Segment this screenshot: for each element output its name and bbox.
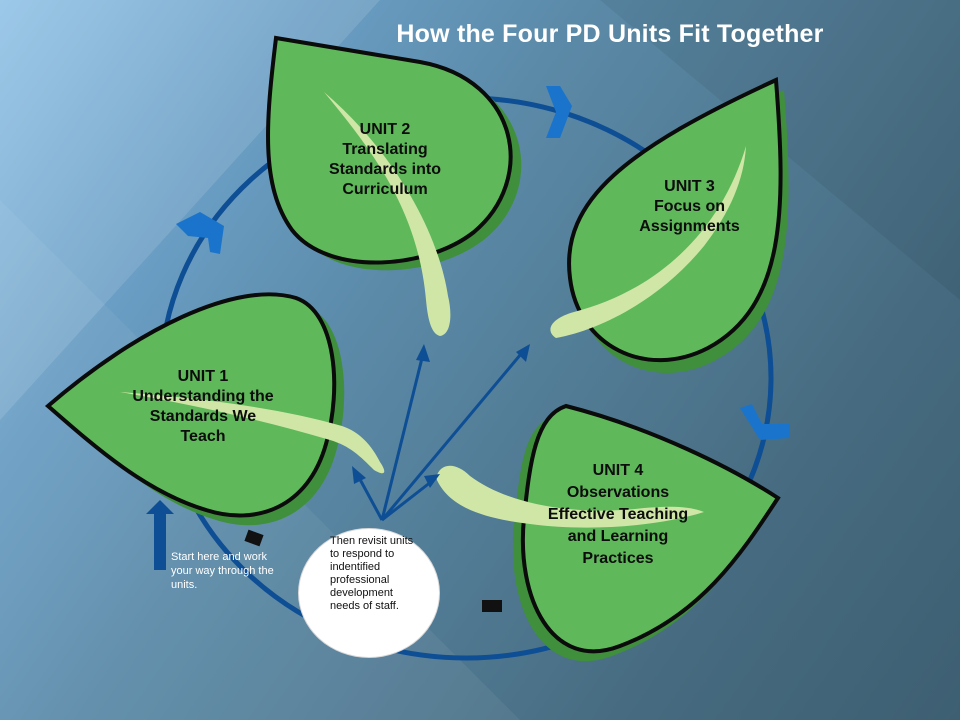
chevron-right-icon	[546, 86, 572, 138]
unit-2-line: Curriculum	[342, 181, 428, 198]
ring-marker	[244, 529, 264, 547]
unit-4-line: UNIT 4	[592, 462, 644, 479]
unit-2-line: Translating	[342, 141, 428, 158]
unit-3-line: Focus on	[653, 198, 726, 215]
unit-1-line: Teach	[180, 428, 226, 445]
revisit-note: Then revisit units to respond to indenti…	[330, 535, 414, 612]
chevron-down-icon	[740, 404, 790, 440]
revisit-bubble	[298, 528, 440, 658]
leaf-icon	[266, 35, 522, 336]
unit-4-line: Effective Teaching	[547, 506, 689, 523]
unit-2-line: Standards into	[328, 161, 441, 178]
unit-3-line: UNIT 3	[664, 178, 715, 195]
ring-marker	[482, 600, 502, 612]
leaf-icon	[550, 76, 789, 373]
unit-4-label: UNIT 4 Observations Effective Teaching a…	[518, 460, 718, 570]
chevron-right-icon	[176, 212, 224, 254]
diagram-title: How the Four PD Units Fit Together	[396, 20, 824, 48]
up-arrow-icon	[146, 500, 174, 570]
unit-4-line: Observations	[566, 484, 670, 501]
start-here-note: Start here and work your way through the…	[171, 551, 274, 591]
leaf-icon	[44, 292, 385, 526]
revisit-arrows	[354, 347, 528, 522]
unit-1-label: UNIT 1 Understanding the Standards We Te…	[108, 367, 298, 447]
unit-1-line: Standards We	[149, 408, 257, 425]
unit-2-label: UNIT 2 Translating Standards into Curric…	[300, 120, 470, 200]
unit-1-line: Understanding the	[132, 388, 274, 405]
unit-1-line: UNIT 1	[177, 368, 229, 385]
unit-4-line: Practices	[582, 550, 654, 567]
unit-3-line: Assignments	[639, 218, 740, 235]
unit-4-line: and Learning	[567, 528, 669, 545]
leaf-icon	[436, 403, 781, 662]
unit-3-label: UNIT 3 Focus on Assignments	[612, 177, 767, 237]
unit-2-line: UNIT 2	[359, 121, 411, 138]
arrowheads	[352, 344, 530, 488]
